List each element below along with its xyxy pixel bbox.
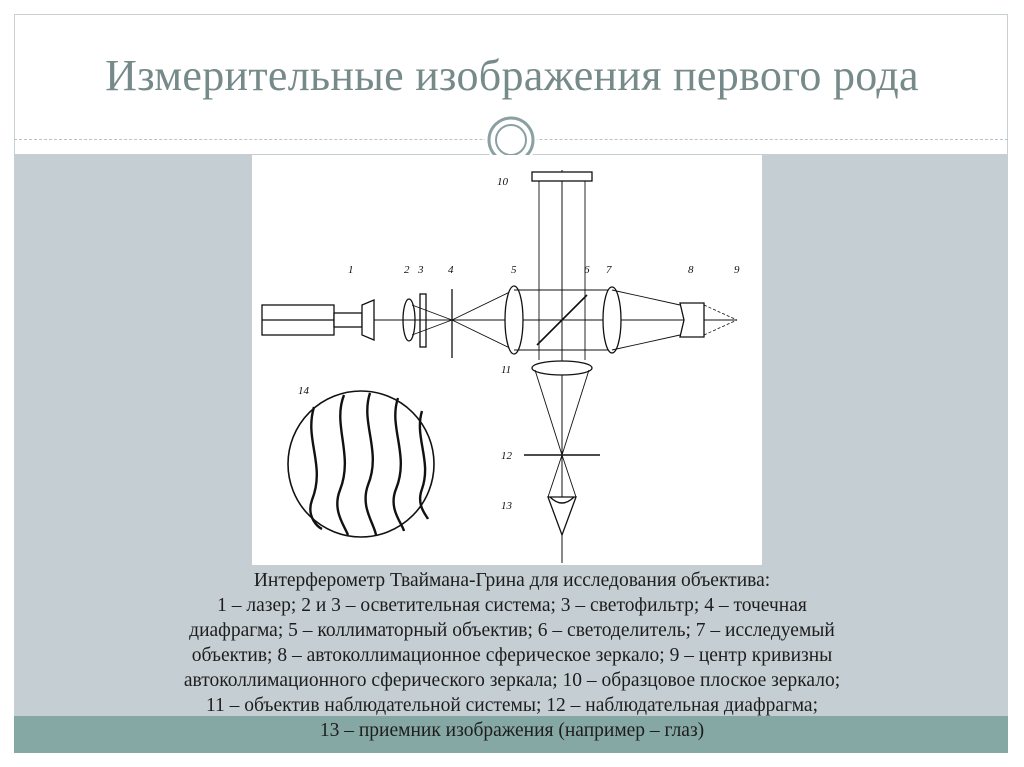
slide-title: Измерительные изображения первого рода <box>105 51 919 100</box>
interferometer-diagram: 1 2 3 4 5 6 7 8 9 10 11 12 13 14 <box>252 155 762 565</box>
label-7: 7 <box>606 264 612 276</box>
caption-line: объектив; 8 – автоколлимационное сфериче… <box>191 645 833 666</box>
label-9: 9 <box>734 264 740 276</box>
label-2: 2 <box>404 264 410 276</box>
laser-output <box>333 312 363 328</box>
reference-mirror-10 <box>531 171 593 182</box>
test-lens-7 <box>602 286 622 354</box>
label-3: 3 <box>417 264 424 276</box>
label-1: 1 <box>348 264 354 276</box>
illumination-tube <box>361 299 375 341</box>
caption-line: 13 – приемник изображения (например – гл… <box>319 720 705 741</box>
label-5: 5 <box>511 264 517 276</box>
eye-receiver-13 <box>547 496 577 537</box>
caption-line: 11 – объектив наблюдательной системы; 12… <box>205 695 819 716</box>
label-10: 10 <box>497 176 509 188</box>
label-13: 13 <box>501 500 513 512</box>
caption-line: Интерферометр Тваймана-Грина для исследо… <box>253 570 771 591</box>
figure-caption: Интерферометр Тваймана-Грина для исследо… <box>80 568 944 743</box>
interferogram-14 <box>287 390 435 538</box>
label-6: 6 <box>584 264 590 276</box>
caption-line: автоколлимационного сферического зеркала… <box>183 670 841 691</box>
label-12: 12 <box>501 450 513 462</box>
label-11: 11 <box>501 364 511 376</box>
label-8: 8 <box>688 264 694 276</box>
collimator-lens-5 <box>504 285 524 355</box>
caption-line: 1 – лазер; 2 и 3 – осветительная система… <box>217 595 807 616</box>
optical-scheme: 1 2 3 4 5 6 7 8 9 10 11 12 13 14 <box>261 170 740 563</box>
observation-lens-11 <box>531 360 593 376</box>
spherical-mirror-8 <box>679 302 705 338</box>
label-4: 4 <box>448 264 454 276</box>
bottom-band <box>14 716 1008 753</box>
caption-line: диафрагма; 5 – коллиматорный объектив; 6… <box>189 620 835 641</box>
label-14: 14 <box>298 385 310 397</box>
